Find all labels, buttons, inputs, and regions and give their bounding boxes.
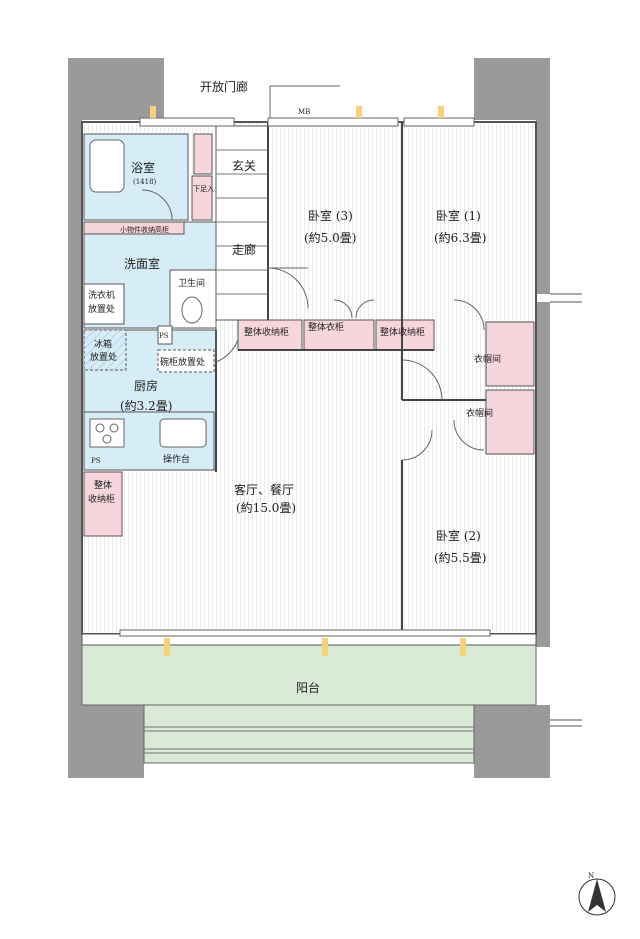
exterior-wall-right-lower xyxy=(536,302,550,647)
exterior-wall-left xyxy=(68,58,82,778)
compass-icon: N xyxy=(578,872,616,916)
wardrobe-mid xyxy=(303,319,375,351)
bedroom-1-label: 卧室 (1) xyxy=(436,208,481,223)
storage-b-label: 整体收纳柜 xyxy=(380,326,425,338)
left-storage-label-1: 整体 xyxy=(94,479,112,491)
vent-markers xyxy=(150,106,466,656)
sink xyxy=(159,418,207,448)
closet-2-label: 衣帽间 xyxy=(466,407,493,419)
exterior-wall-left-bottom xyxy=(68,705,144,778)
exterior-wall-right-bottom xyxy=(474,705,550,778)
bedroom-1-size: (約6.3畳) xyxy=(434,230,486,245)
bedroom-2-label: 卧室 (2) xyxy=(436,528,481,543)
ps-label: PS xyxy=(91,457,101,465)
fridge-area xyxy=(83,329,127,371)
entry-floor xyxy=(215,125,269,321)
sink-range xyxy=(89,418,125,448)
entry-label: 玄关 xyxy=(232,158,256,173)
bath-size: (1418) xyxy=(133,178,157,186)
closet-1-label: 衣帽间 xyxy=(474,353,501,365)
small-storage-label: 小物件收纳高柜 xyxy=(120,225,169,234)
bedroom-2-size: (約5.5畳) xyxy=(434,550,486,565)
kitchen-size: (約3.2畳) xyxy=(120,398,172,413)
counter-label: 操作台 xyxy=(163,453,190,465)
bath-label: 浴室 xyxy=(131,160,155,175)
storage-a-label: 整体收纳柜 xyxy=(244,326,289,338)
wardrobe-mid-label: 整体衣柜 xyxy=(308,321,344,333)
washer-label-2: 放置处 xyxy=(88,303,115,315)
shoe-cabinet xyxy=(191,175,213,221)
left-storage-label-2: 收纳柜 xyxy=(88,493,115,505)
dish-cabinet-label: 碗柜放置处 xyxy=(160,356,205,368)
fridge-label-2: 放置处 xyxy=(90,351,117,363)
mb-label: MB xyxy=(298,108,310,116)
washer-area xyxy=(83,283,125,325)
bedroom-3-size: (約5.0畳) xyxy=(304,230,356,245)
exterior-wall-left-top xyxy=(68,58,164,120)
corridor-label: 开放门廊 xyxy=(200,79,248,94)
washroom-label: 洗面室 xyxy=(124,256,160,271)
hallway-label: 走廊 xyxy=(232,242,256,257)
bedroom-3-label: 卧室 (3) xyxy=(308,208,353,223)
ps-kitchen-box xyxy=(157,325,173,345)
closet-2 xyxy=(485,389,535,455)
small-storage xyxy=(83,221,185,235)
left-storage xyxy=(83,471,123,537)
shoe-cabinet-label: 下足入 xyxy=(193,185,214,193)
storage-b xyxy=(375,319,435,351)
washer-label-1: 洗衣机 xyxy=(88,289,115,301)
exterior-wall-right xyxy=(536,58,550,294)
entry-storage xyxy=(193,133,213,175)
kitchen-label: 厨房 xyxy=(134,378,158,393)
bathtub xyxy=(89,139,125,193)
fridge-label-1: 冰箱 xyxy=(94,338,112,350)
storage-a xyxy=(237,319,303,351)
balcony xyxy=(81,644,537,706)
balcony-step xyxy=(143,704,475,764)
living-size: (約15.0畳) xyxy=(236,500,296,515)
compass-north-label: N xyxy=(588,872,594,880)
dish-cabinet-area xyxy=(157,349,215,373)
closet-1 xyxy=(485,321,535,387)
ps-kitchen: PS xyxy=(159,332,169,340)
toilet-label: 卫生间 xyxy=(178,277,205,289)
balcony-label: 阳台 xyxy=(296,680,320,695)
living-label: 客厅、餐厅 xyxy=(234,482,294,497)
